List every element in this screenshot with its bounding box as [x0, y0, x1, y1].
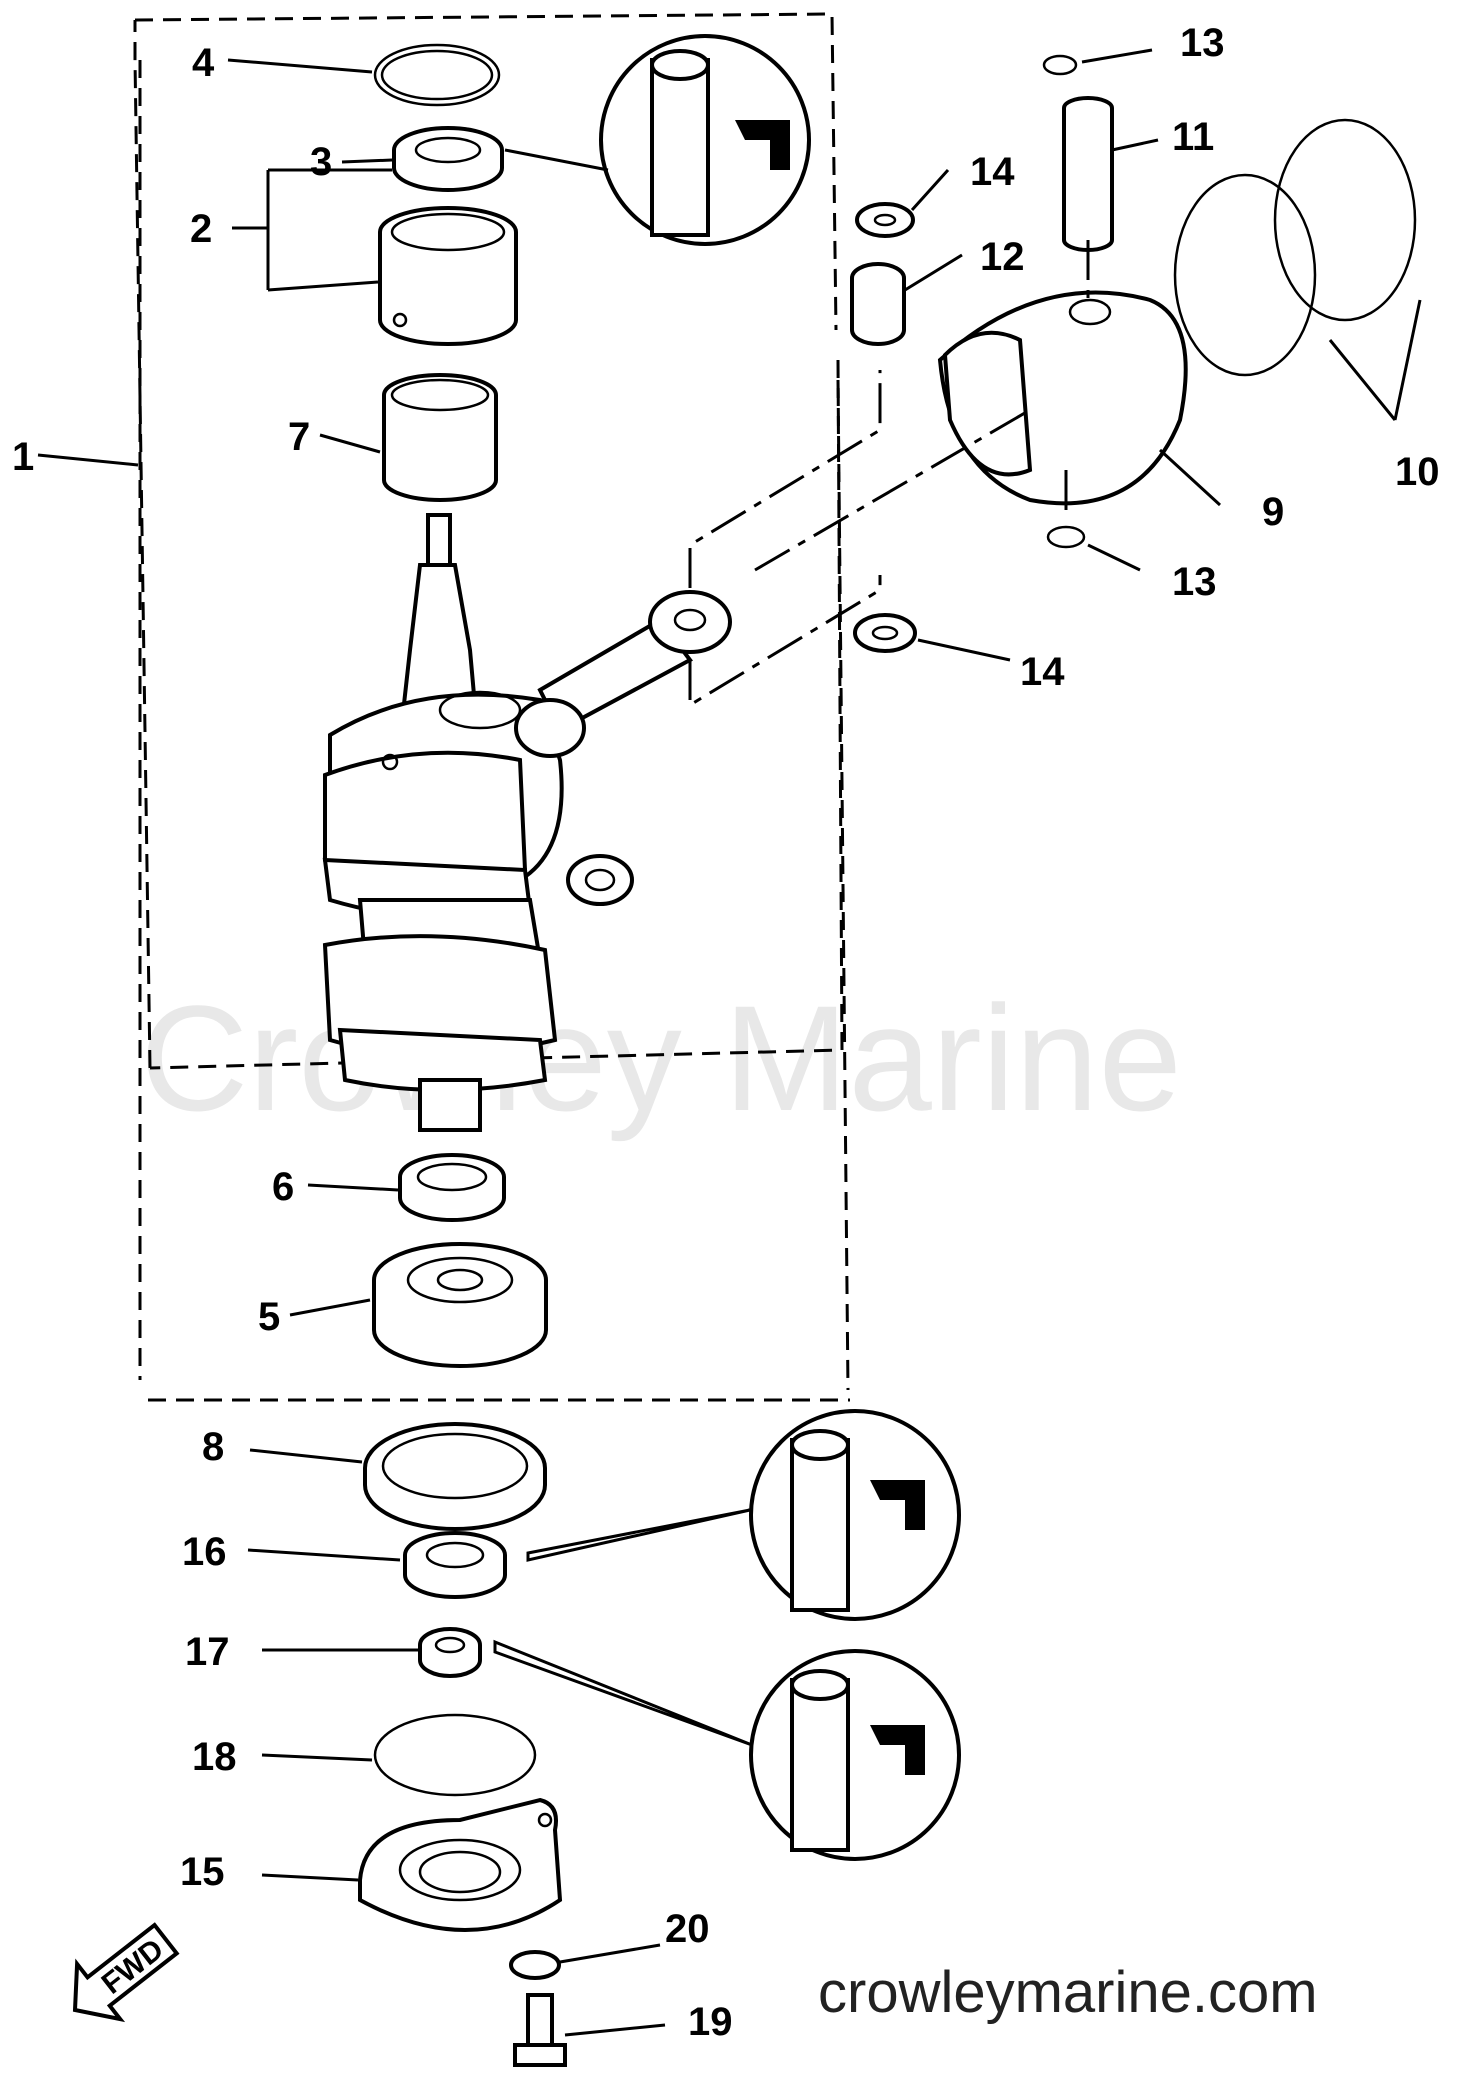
- leader-lines: [37, 48, 1422, 2037]
- label-5: 5: [258, 1295, 280, 1339]
- label-1: 1: [12, 435, 34, 479]
- label-10: 10: [1395, 450, 1440, 494]
- grease-detail-icon: [749, 1649, 961, 1861]
- part-15-lower-housing: [358, 1797, 563, 1932]
- detail-leader-16: [526, 1508, 751, 1562]
- part-2-bearing-housing: [378, 206, 518, 346]
- part-8-washer: [363, 1422, 547, 1531]
- part-7-sleeve: [382, 373, 498, 502]
- detail-leader-top: [504, 148, 609, 172]
- label-4: 4: [192, 41, 215, 85]
- detail-leader-17: [493, 1639, 753, 1747]
- part-9-piston: [937, 290, 1188, 506]
- part-5-main-bearing: [372, 1242, 548, 1368]
- part-16-seal: [403, 1531, 507, 1599]
- label-6: 6: [272, 1165, 294, 1209]
- label-13-bottom: 13: [1172, 560, 1217, 604]
- part-18-o-ring: [373, 1713, 537, 1797]
- part-10-piston-rings: [1173, 118, 1417, 377]
- label-15: 15: [180, 1850, 225, 1894]
- part-12-needle-bearing: [850, 262, 906, 346]
- fwd-arrow-icon: FWD: [72, 1922, 180, 2023]
- grease-detail-icon: [749, 1409, 961, 1621]
- part-20-washer: [509, 1950, 561, 1980]
- part-6-bearing: [398, 1153, 506, 1222]
- part-19-bolt: [513, 1993, 567, 2067]
- label-13-top: 13: [1180, 21, 1225, 65]
- label-16: 16: [182, 1530, 227, 1574]
- right-boundary-line: [836, 379, 850, 1391]
- part-3-oil-seal: [392, 126, 504, 192]
- label-3: 3: [310, 140, 332, 184]
- label-18: 18: [192, 1735, 237, 1779]
- part-4-o-ring: [373, 43, 501, 107]
- label-7: 7: [288, 415, 310, 459]
- part-11-piston-pin: [1062, 96, 1114, 252]
- connecting-rod: [514, 590, 732, 758]
- label-9: 9: [1262, 490, 1284, 534]
- part-17-small-seal: [418, 1627, 482, 1678]
- crankshaft: [322, 513, 634, 1132]
- label-2: 2: [190, 207, 212, 251]
- part-13-top-clip: [1042, 54, 1078, 76]
- part-13-bottom-clip: [1046, 525, 1086, 549]
- label-20: 20: [665, 1907, 710, 1951]
- label-11: 11: [1172, 115, 1214, 159]
- label-17: 17: [185, 1630, 230, 1674]
- grease-detail-icon: [599, 34, 811, 246]
- part-14-bottom-washer: [853, 613, 917, 653]
- watermark-text: Crowley Marine: [140, 974, 1182, 1142]
- label-8: 8: [202, 1425, 224, 1469]
- label-14-bottom: 14: [1020, 650, 1065, 694]
- site-url-text: crowleymarine.com: [818, 1960, 1318, 2025]
- label-19: 19: [688, 2000, 733, 2044]
- alignment-lines: [688, 240, 1090, 708]
- part-14-top-washer: [855, 202, 915, 238]
- label-12: 12: [980, 235, 1025, 279]
- label-14-top: 14: [970, 150, 1015, 194]
